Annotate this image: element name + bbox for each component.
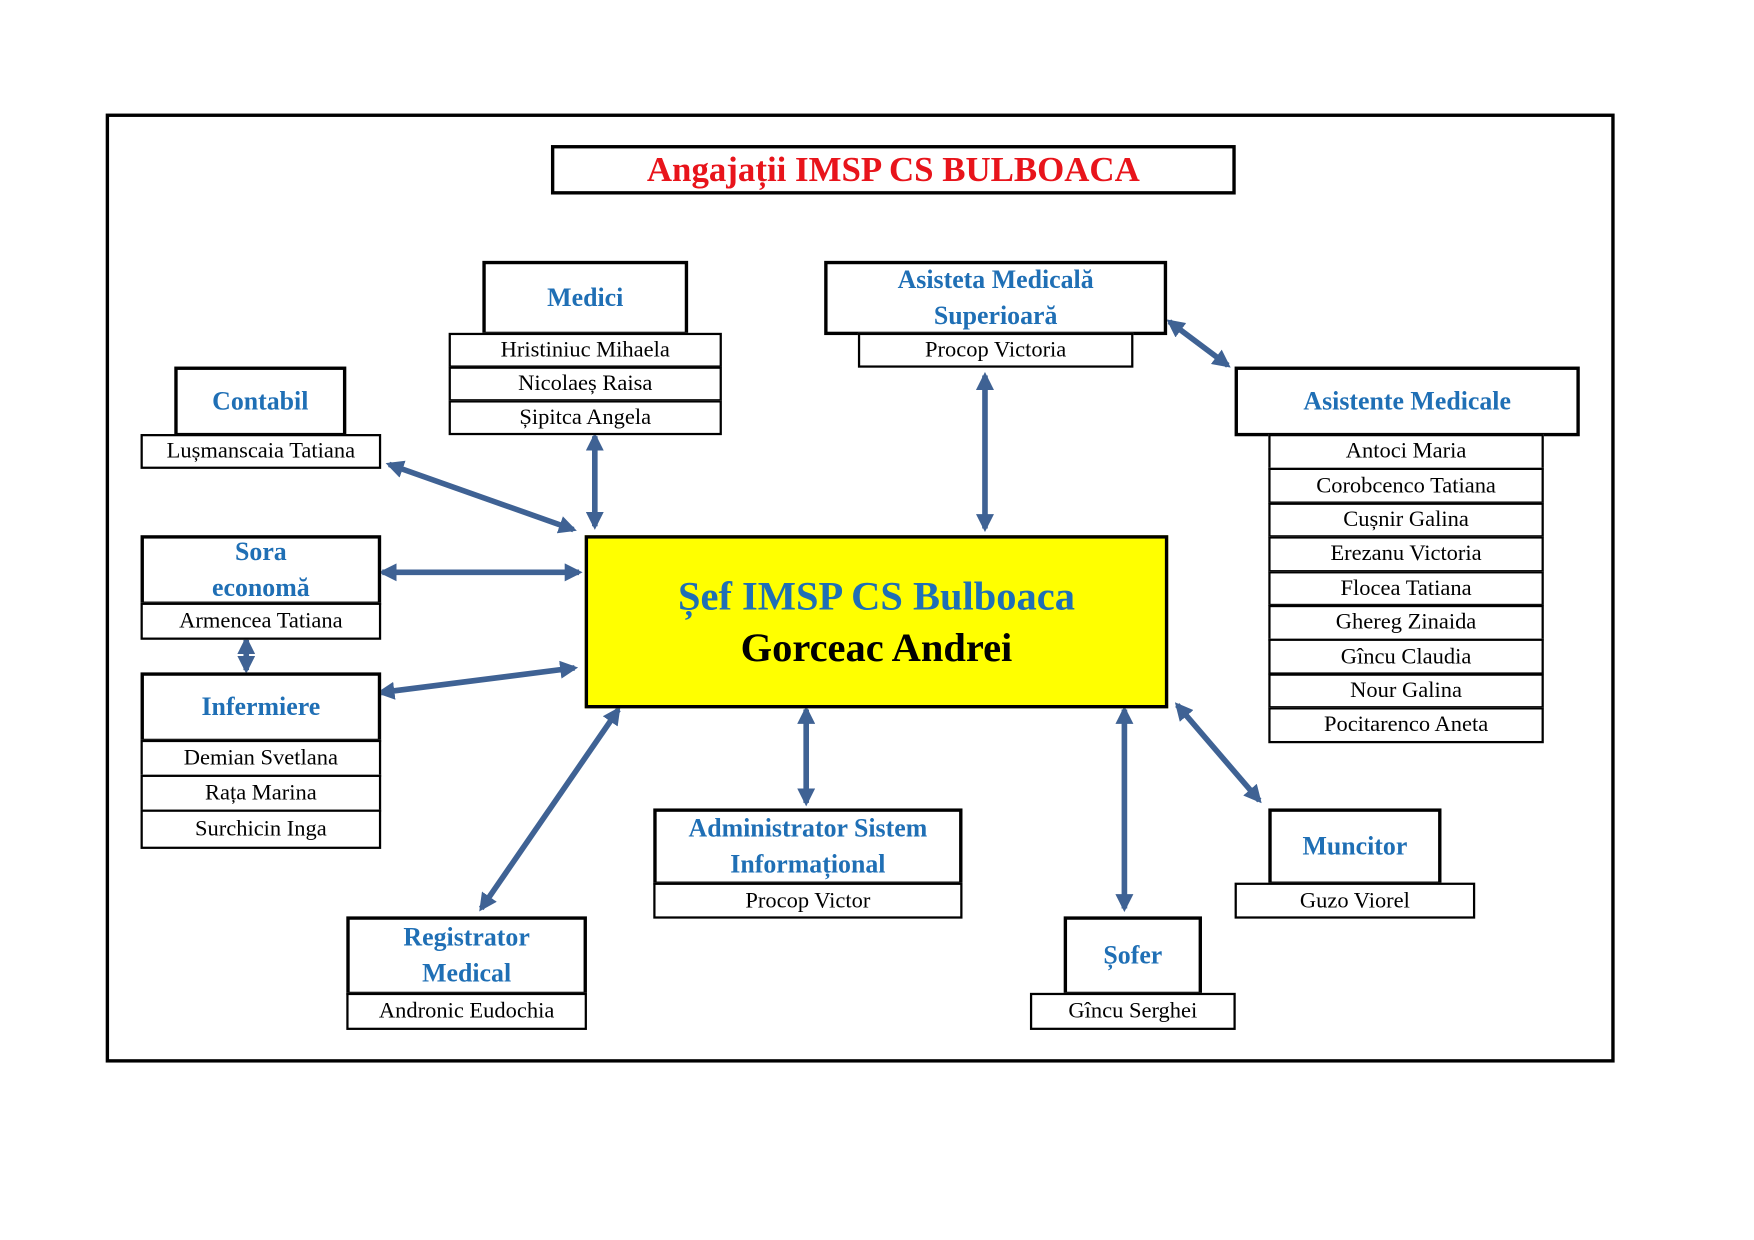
medici-member: Nicolaeș Raisa xyxy=(448,366,722,402)
admin-header: Administrator Sistem Informațional xyxy=(653,808,963,885)
contabil-header: Contabil xyxy=(174,366,347,437)
sofer-member: Gîncu Serghei xyxy=(1029,992,1236,1030)
infermiere-member: Demian Svetlana xyxy=(140,739,382,777)
medici-member: Hristiniuc Mihaela xyxy=(448,332,722,368)
arrow-infermiere xyxy=(376,660,579,700)
infermiere-member: Rața Marina xyxy=(140,774,382,812)
medici-member: Șipitca Angela xyxy=(448,400,722,436)
registrator-member: Andronic Eudochia xyxy=(346,992,587,1030)
muncitor-header: Muncitor xyxy=(1268,808,1442,885)
header-line: Asisteta Medicală xyxy=(897,265,1094,294)
header-line: Informațional xyxy=(730,850,886,879)
arrow-muncitor xyxy=(1174,702,1262,804)
infermiere-member: Surchicin Inga xyxy=(140,809,382,849)
header-line: Registrator xyxy=(403,923,530,952)
asistente-member: Nour Galina xyxy=(1268,673,1544,709)
arrow-superioara-asistente xyxy=(1166,319,1231,368)
asistenta-superioara-header: Asisteta Medicală Superioară xyxy=(824,260,1168,336)
header-line: Medical xyxy=(422,959,512,988)
asistente-member: Antoci Maria xyxy=(1268,434,1544,470)
header-line: Superioară xyxy=(933,301,1058,330)
contabil-member: Lușmanscaia Tatiana xyxy=(140,434,382,469)
asistente-member: Cușnir Galina xyxy=(1268,502,1544,538)
header-line: Administrator Sistem xyxy=(688,814,928,843)
chief-role: Șef IMSP CS Bulboaca xyxy=(677,573,1075,619)
asistente-member: Pocitarenco Aneta xyxy=(1268,707,1544,743)
asistente-member: Corobcenco Tatiana xyxy=(1268,468,1544,504)
asistente-member: Ghereg Zinaida xyxy=(1268,604,1544,641)
sora-member: Armencea Tatiana xyxy=(140,602,382,640)
chief-name: Gorceac Andrei xyxy=(740,625,1013,671)
asistente-member: Erezanu Victoria xyxy=(1268,536,1544,572)
header-line: Sora xyxy=(234,537,287,566)
asistente-member: Flocea Tatiana xyxy=(1268,570,1544,607)
sofer-header: Șofer xyxy=(1063,916,1202,996)
header-line: economă xyxy=(212,573,310,602)
arrow-contabil xyxy=(385,460,577,534)
chart-frame xyxy=(105,113,1615,1063)
muncitor-member: Guzo Viorel xyxy=(1234,882,1476,919)
arrow-registrator xyxy=(478,706,621,912)
chart-title: Angajații IMSP CS BULBOACA xyxy=(550,145,1236,195)
registrator-header: Registrator Medical xyxy=(346,916,587,996)
medici-header: Medici xyxy=(482,260,689,336)
sora-header: Sora economă xyxy=(140,535,382,605)
asistente-header: Asistente Medicale xyxy=(1234,366,1580,437)
chief-box: Șef IMSP CS Bulboaca Gorceac Andrei xyxy=(584,535,1169,709)
asistente-member: Gîncu Claudia xyxy=(1268,639,1544,675)
infermiere-header: Infermiere xyxy=(140,672,382,743)
admin-member: Procop Victor xyxy=(653,882,963,919)
asistenta-superioara-member: Procop Victoria xyxy=(857,332,1134,368)
